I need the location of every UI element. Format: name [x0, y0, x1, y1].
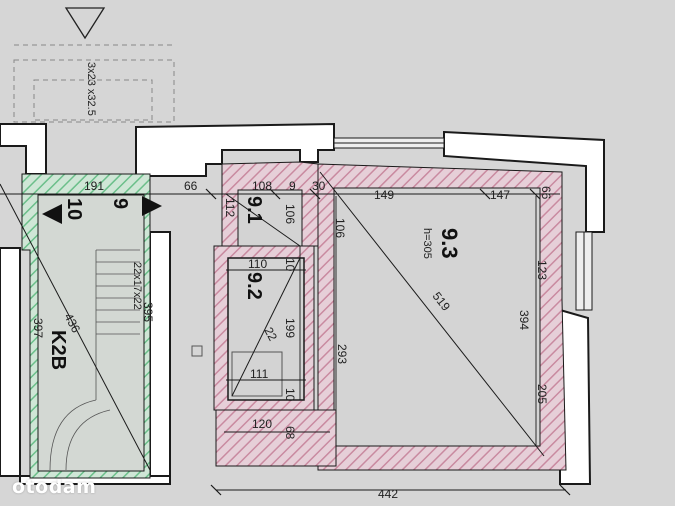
dim-30: 30 — [312, 179, 326, 193]
diagonals — [225, 171, 545, 457]
room-9-2 — [191, 245, 315, 411]
dim-10-a: 10 — [283, 258, 297, 272]
watermark-logo: otodam — [12, 476, 97, 498]
corridor — [215, 409, 337, 467]
dim-394: 394 — [517, 310, 531, 330]
dim-66-left: 66 — [184, 179, 198, 193]
stairwell — [0, 173, 151, 479]
entrance-triangle-icon — [64, 7, 106, 40]
dim-293: 293 — [335, 344, 349, 364]
arrow-left-icon — [42, 204, 62, 224]
dim-106-a: 106 — [283, 204, 297, 224]
dimension-lines — [0, 193, 566, 491]
shaft-spec: 3x23 x32.5 — [85, 62, 97, 116]
dim-123: 123 — [535, 260, 549, 280]
dim-111: 111 — [250, 367, 269, 381]
svg-text:9: 9 — [109, 198, 131, 209]
arrow-right-icon — [142, 196, 162, 216]
room-label-9-3: 9.3 — [437, 228, 462, 259]
window-top — [333, 137, 445, 149]
dim-147: 147 — [490, 188, 510, 202]
floor-up-marker: 9 — [109, 196, 162, 216]
room-height: h=305 — [421, 228, 433, 259]
room-9-1 — [221, 161, 319, 247]
dim-110: 110 — [248, 257, 267, 271]
dim-149: 149 — [374, 188, 394, 202]
stairs-spec: 22x17x22 — [131, 262, 143, 310]
dim-22: 22 — [261, 325, 280, 344]
dimension-ticks — [205, 188, 571, 496]
dim-442: 442 — [378, 487, 398, 501]
room-9-3 — [317, 163, 567, 471]
dim-66-right: 66 — [539, 186, 553, 200]
floor-down-marker: 10 — [42, 198, 85, 224]
dim-68: 68 — [283, 426, 297, 440]
shaft — [13, 44, 175, 123]
dim-10-b: 10 — [283, 388, 297, 402]
room-label-9-1: 9.1 — [243, 196, 265, 224]
outer-walls — [0, 122, 605, 485]
dim-112: 112 — [223, 198, 237, 217]
window-right — [575, 231, 593, 311]
dim-120: 120 — [252, 417, 272, 431]
dim-395: 395 — [141, 302, 155, 322]
dim-9: 9 — [289, 179, 296, 193]
dim-106-b: 106 — [333, 218, 347, 238]
stair-label: K2B — [47, 330, 69, 370]
dim-199: 199 — [283, 318, 297, 338]
room-label-9-2: 9.2 — [243, 272, 265, 300]
dim-205: 205 — [535, 384, 549, 404]
dim-108: 108 — [252, 179, 272, 193]
svg-text:10: 10 — [63, 198, 85, 220]
dim-191: 191 — [84, 179, 104, 193]
dim-397: 397 — [31, 318, 45, 338]
